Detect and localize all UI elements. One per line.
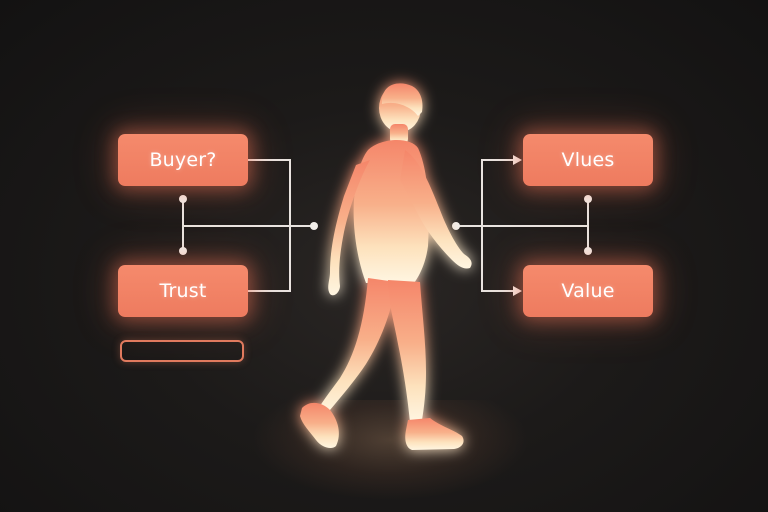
connector-dot xyxy=(584,247,592,255)
node-trust: Trust xyxy=(118,265,248,317)
floor-reflection xyxy=(250,400,530,500)
empty-outline-box xyxy=(120,340,244,362)
node-value: Value xyxy=(523,265,653,317)
arrow-head xyxy=(513,286,522,296)
node-buyer-label: Buyer? xyxy=(149,149,217,171)
node-buyer: Buyer? xyxy=(118,134,248,186)
node-vlues: Vlues xyxy=(523,134,653,186)
node-trust-label: Trust xyxy=(159,280,207,302)
node-vlues-label: Vlues xyxy=(561,149,615,171)
node-value-label: Value xyxy=(561,280,615,302)
connector-dot xyxy=(584,195,592,203)
connector-dot xyxy=(179,195,187,203)
connector-dot xyxy=(310,222,318,230)
arrow-head xyxy=(513,155,522,165)
connector-dot xyxy=(452,222,460,230)
connector-dot xyxy=(179,247,187,255)
